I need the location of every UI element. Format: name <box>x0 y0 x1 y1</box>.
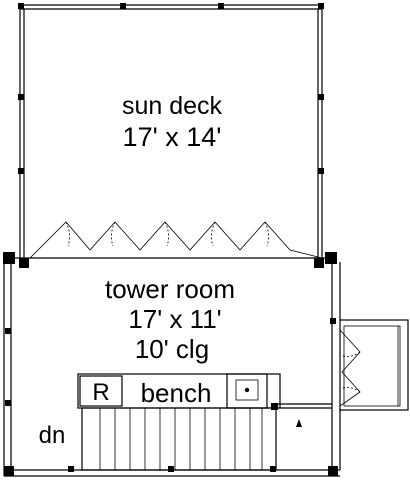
deck-post <box>18 94 24 100</box>
refrigerator <box>79 375 123 407</box>
wall-post <box>168 466 174 472</box>
sun-deck: sun deck 17' x 14' <box>18 3 324 260</box>
corner-post <box>328 466 338 476</box>
corner-post <box>4 466 14 476</box>
corner-post <box>314 258 324 268</box>
deck-post <box>18 3 24 9</box>
wall-post <box>5 328 11 334</box>
corner-post <box>19 258 29 268</box>
corner-post <box>325 252 337 264</box>
wall-post <box>270 466 276 472</box>
wall-post <box>68 466 74 472</box>
sink-icon <box>226 373 268 409</box>
stair-arrow-icon <box>296 419 302 427</box>
stair-direction: dn <box>39 422 66 449</box>
deck-post <box>120 3 126 9</box>
deck-post <box>318 3 324 9</box>
bench-label: bench <box>141 378 212 408</box>
corner-post <box>3 252 15 264</box>
deck-post <box>18 168 24 174</box>
sun-deck-size: 17' x 14' <box>123 122 222 152</box>
refrigerator-label: R <box>92 379 109 406</box>
deck-post <box>218 3 224 9</box>
bay-window <box>339 319 409 411</box>
fixtures-row: R bench <box>77 373 281 409</box>
stair: dn <box>39 403 332 471</box>
deck-post <box>318 94 324 100</box>
folding-doors <box>10 221 330 259</box>
tower-room-ceiling: 10' clg <box>135 334 209 364</box>
tower-room-size: 17' x 11' <box>128 304 221 334</box>
deck-post <box>318 168 324 174</box>
sun-deck-name: sun deck <box>122 92 223 120</box>
stair-post <box>271 403 278 410</box>
wall-post <box>5 400 11 406</box>
wall-post <box>330 318 336 324</box>
tower-room-name: tower room <box>105 274 235 304</box>
